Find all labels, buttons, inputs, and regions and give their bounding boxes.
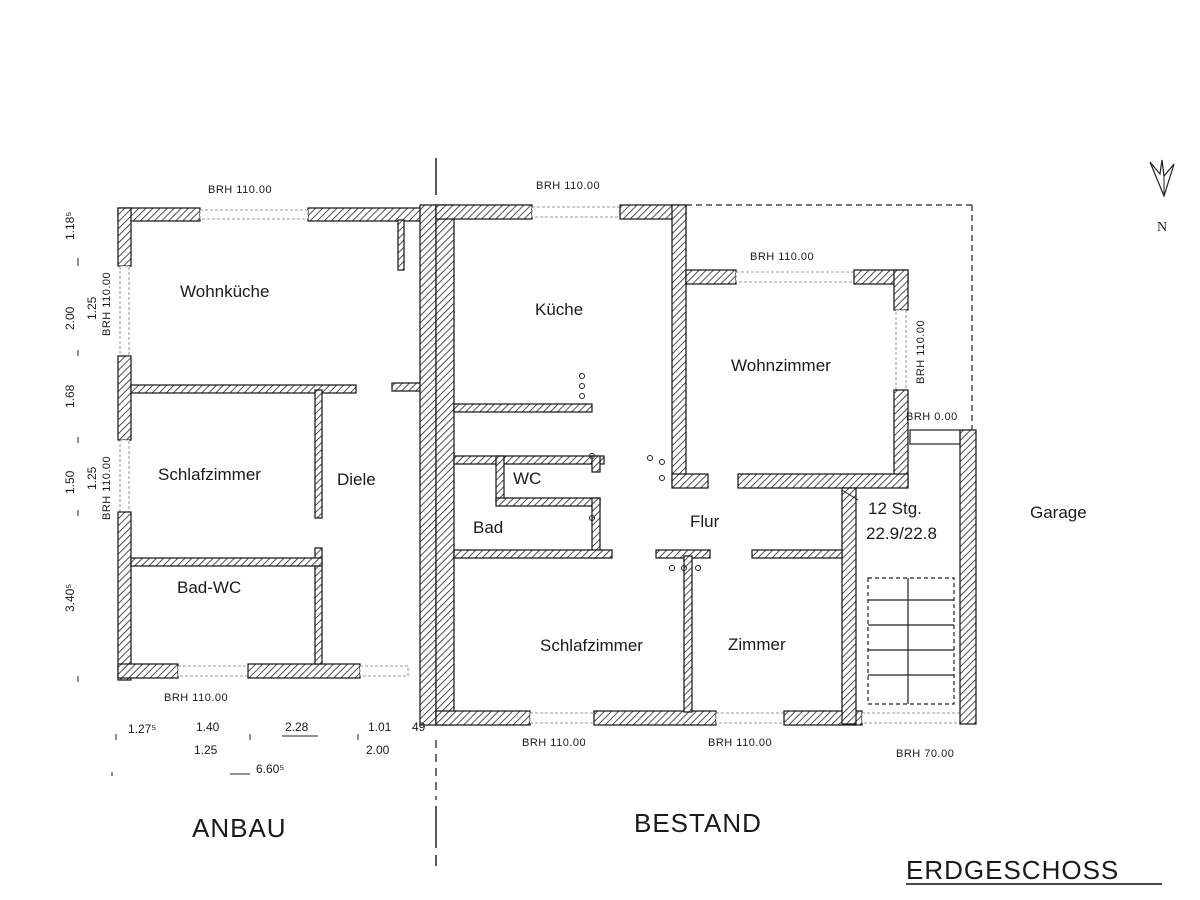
dim-v-4: 1.68 — [63, 384, 77, 408]
stair-ratio: 22.9/22.8 — [866, 524, 937, 543]
dim-v-7: 3.40⁵ — [63, 584, 77, 612]
dim-h-8: 6.60⁵ — [256, 762, 284, 776]
north-label: N — [1157, 220, 1167, 235]
room-kueche: Küche — [535, 300, 583, 319]
sheet-title: ERDGESCHOSS — [906, 855, 1119, 885]
room-bad: Bad — [473, 518, 503, 537]
brh-garage-bottom: BRH 70.00 — [896, 748, 954, 760]
dim-h-3: 2.28 — [285, 720, 309, 734]
room-zimmer: Zimmer — [728, 635, 786, 654]
room-flur: Flur — [690, 512, 720, 531]
plan-details — [579, 204, 973, 705]
brh-bestand-top: BRH 110.00 — [536, 180, 600, 192]
room-garage: Garage — [1030, 503, 1087, 522]
room-schlafzimmer-bestand: Schlafzimmer — [540, 636, 643, 655]
stair-steps: 12 Stg. — [868, 499, 922, 518]
dim-h-6: 1.25 — [194, 743, 218, 757]
anbau-walls — [117, 207, 437, 681]
brh-0: BRH 0.00 — [906, 411, 958, 423]
dimension-chain-horizontal: 1.27⁵ 1.40 2.28 1.01 49 1.25 2.00 6.60⁵ — [111, 720, 426, 776]
bestand-walls — [419, 204, 977, 726]
brh-wohnzimmer-side: BRH 110.00 — [915, 320, 927, 384]
dim-h-2: 1.40 — [196, 720, 220, 734]
dim-v-5: 1.50 — [63, 470, 77, 494]
room-schlafzimmer-anbau: Schlafzimmer — [158, 465, 261, 484]
section-bestand: BESTAND — [634, 808, 762, 838]
dim-v-6: 1.25 — [85, 466, 99, 490]
brh-wohnzimmer-top: BRH 110.00 — [750, 251, 814, 263]
dim-h-4: 1.01 — [368, 720, 392, 734]
brh-anbau-bottom: BRH 110.00 — [164, 692, 228, 704]
room-wc: WC — [513, 469, 541, 488]
brh-anbau-top: BRH 110.00 — [208, 184, 272, 196]
section-anbau: ANBAU — [192, 813, 287, 843]
brh-bestand-bottom-1: BRH 110.00 — [522, 737, 586, 749]
dimension-chain-vertical: 1.18⁵ 2.00 1.25 1.68 1.50 1.25 3.40⁵ — [63, 212, 99, 682]
room-wohnzimmer: Wohnzimmer — [731, 356, 831, 375]
north-arrow-icon — [1149, 159, 1175, 198]
dim-h-5: 49 — [412, 720, 426, 734]
room-diele: Diele — [337, 470, 376, 489]
brh-anbau-side-1: BRH 110.00 — [101, 272, 113, 336]
dim-h-7: 2.00 — [366, 743, 390, 757]
room-bad-wc: Bad-WC — [177, 578, 241, 597]
dim-h-1: 1.27⁵ — [128, 722, 156, 736]
brh-anbau-side-2: BRH 110.00 — [101, 456, 113, 520]
dim-v-1: 1.18⁵ — [63, 212, 77, 240]
brh-bestand-bottom-2: BRH 110.00 — [708, 737, 772, 749]
dim-v-2: 2.00 — [63, 306, 77, 330]
room-wohnkueche: Wohnküche — [180, 282, 269, 301]
dim-v-3: 1.25 — [85, 296, 99, 320]
